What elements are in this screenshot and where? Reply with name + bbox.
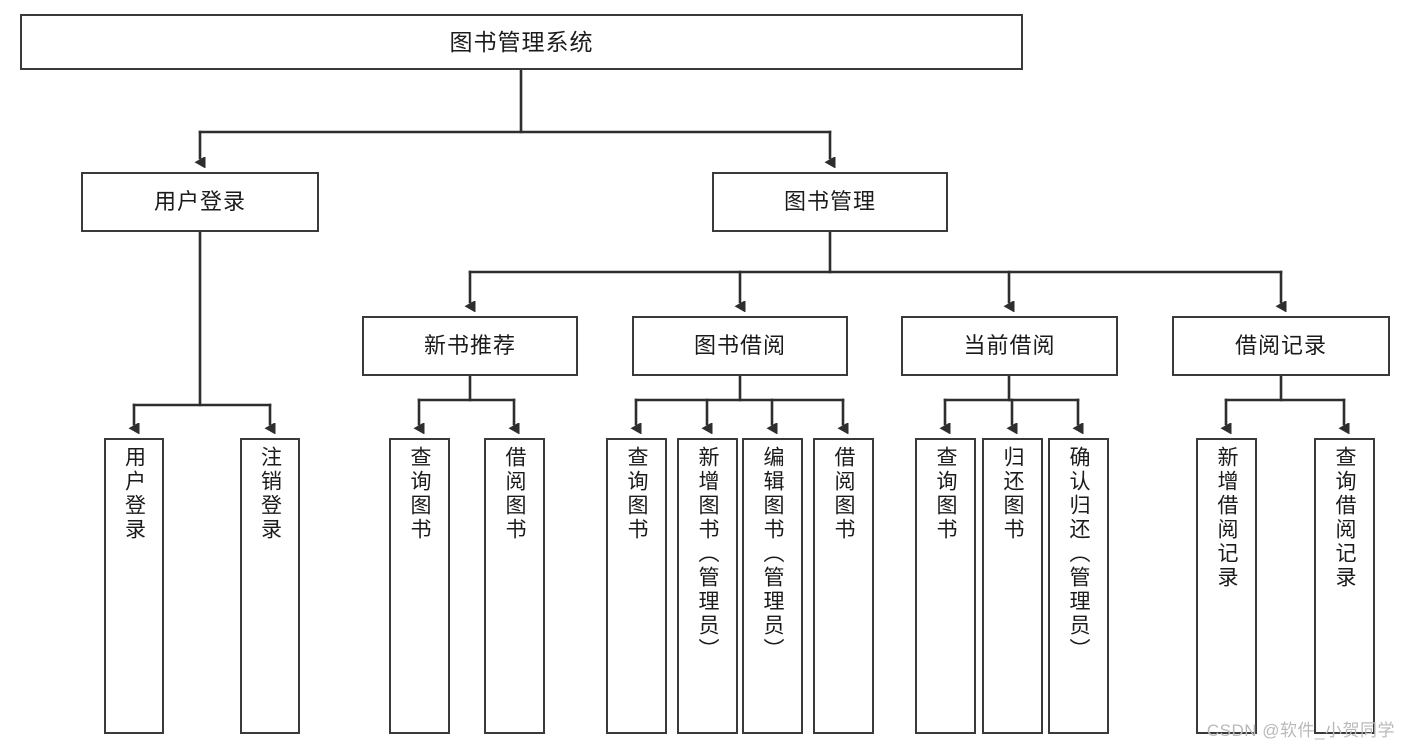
leaf-query-book-new-label: 查询图书 [408,446,431,542]
node-book-borrow[interactable]: 图书借阅 [632,316,848,376]
leaf-borrow-book-new-label: 借阅图书 [503,446,526,542]
node-borrow-record-label: 借阅记录 [1234,333,1327,359]
leaf-logout-label: 注销登录 [258,446,282,542]
node-user-login[interactable]: 用户登录 [81,172,319,232]
node-new-book-recommend-label: 新书推荐 [423,333,516,359]
node-book-manage-label: 图书管理 [783,189,876,215]
node-new-book-recommend[interactable]: 新书推荐 [362,316,578,376]
leaf-add-book[interactable]: 新增图书（管理员） [677,438,738,734]
leaf-return-book[interactable]: 归还图书 [982,438,1043,734]
node-root[interactable]: 图书管理系统 [20,14,1023,70]
leaf-query-book[interactable]: 查询图书 [606,438,667,734]
leaf-query-borrow-record[interactable]: 查询借阅记录 [1314,438,1375,734]
leaf-add-borrow-record-label: 新增借阅记录 [1215,446,1238,590]
watermark: CSDN @软件_小贺同学 [1206,721,1395,740]
leaf-borrow-book-new[interactable]: 借阅图书 [484,438,545,734]
leaf-user-login-label: 用户登录 [122,446,146,542]
leaf-add-borrow-record[interactable]: 新增借阅记录 [1196,438,1257,734]
leaf-confirm-return-label: 确认归还（管理员） [1067,446,1090,662]
leaf-query-borrow-record-label: 查询借阅记录 [1333,446,1356,590]
leaf-user-login[interactable]: 用户登录 [104,438,164,734]
node-current-borrow-label: 当前借阅 [963,333,1056,359]
node-current-borrow[interactable]: 当前借阅 [901,316,1118,376]
leaf-edit-book[interactable]: 编辑图书（管理员） [742,438,803,734]
leaf-query-book-new[interactable]: 查询图书 [389,438,450,734]
node-book-borrow-label: 图书借阅 [693,333,786,359]
leaf-query-book-current-label: 查询图书 [934,446,957,542]
leaf-add-book-label: 新增图书（管理员） [696,446,719,662]
node-book-manage[interactable]: 图书管理 [712,172,948,232]
leaf-return-book-label: 归还图书 [1001,446,1024,542]
node-borrow-record[interactable]: 借阅记录 [1172,316,1390,376]
node-root-label: 图书管理系统 [449,28,594,55]
leaf-borrow-book-label: 借阅图书 [832,446,855,542]
leaf-borrow-book[interactable]: 借阅图书 [813,438,874,734]
leaf-logout[interactable]: 注销登录 [240,438,300,734]
leaf-confirm-return[interactable]: 确认归还（管理员） [1048,438,1109,734]
leaf-edit-book-label: 编辑图书（管理员） [761,446,784,662]
leaf-query-book-current[interactable]: 查询图书 [915,438,976,734]
node-user-login-label: 用户登录 [153,189,246,215]
leaf-query-book-label: 查询图书 [625,446,648,542]
